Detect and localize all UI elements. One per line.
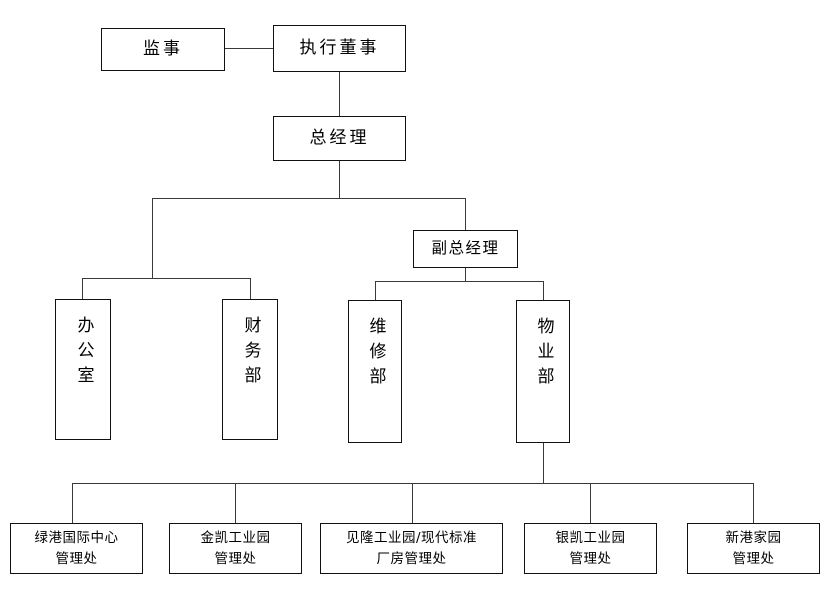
connector-deputy-bar: [375, 281, 544, 283]
node-site-3-line-1: 见隆工业园/现代标准: [345, 530, 478, 547]
connector-general-manager-bar: [152, 198, 466, 200]
node-supervisor[interactable]: 监事: [101, 28, 225, 71]
node-site-4-label: 银凯工业园 管理处: [552, 528, 630, 569]
connector-general-manager-left-drop: [152, 198, 154, 279]
node-site-2[interactable]: 金凯工业园 管理处: [169, 523, 302, 574]
node-office-label: 办公室: [73, 316, 94, 391]
node-executive-director[interactable]: 执行董事: [273, 25, 406, 72]
node-finance-dept[interactable]: 财务部: [222, 299, 278, 440]
node-general-manager[interactable]: 总经理: [273, 116, 406, 161]
connector-to-office: [82, 278, 84, 300]
connector-property-dept-stem: [543, 443, 545, 484]
node-finance-dept-label: 财务部: [240, 316, 261, 391]
node-deputy-general-manager[interactable]: 副总经理: [413, 230, 518, 268]
node-property-dept[interactable]: 物业部: [516, 300, 570, 443]
connector-general-manager-to-deputy-drop: [465, 198, 467, 230]
connector-to-maintenance-dept: [375, 281, 377, 300]
node-site-3-label: 见隆工业园/现代标准 厂房管理处: [342, 528, 481, 569]
node-office[interactable]: 办公室: [55, 299, 111, 440]
node-site-2-line-2: 管理处: [214, 550, 257, 567]
node-site-5-label: 新港家园 管理处: [722, 528, 786, 569]
node-general-manager-label: 总经理: [309, 127, 370, 148]
node-executive-director-label: 执行董事: [299, 37, 380, 58]
node-site-1-label: 绿港国际中心 管理处: [31, 528, 123, 569]
connector-supervisor-to-executive-director: [224, 48, 273, 50]
node-deputy-general-manager-label: 副总经理: [431, 239, 500, 258]
node-site-1-line-2: 管理处: [55, 550, 98, 567]
node-maintenance-dept[interactable]: 维修部: [348, 300, 402, 443]
node-site-2-line-1: 金凯工业园: [200, 530, 271, 547]
node-site-2-label: 金凯工业园 管理处: [197, 528, 275, 569]
node-site-4-line-1: 银凯工业园: [555, 530, 626, 547]
node-site-4-line-2: 管理处: [569, 550, 612, 567]
connector-to-site-5: [753, 483, 755, 523]
connector-to-site-3: [412, 483, 414, 523]
connector-general-manager-stem: [339, 160, 341, 199]
connector-to-finance-dept: [250, 278, 252, 300]
connector-deputy-general-manager-stem: [465, 267, 467, 282]
node-property-dept-label: 物业部: [533, 317, 554, 392]
connector-executive-director-to-general-manager: [339, 72, 341, 116]
connector-to-site-1: [72, 483, 74, 523]
connector-office-finance-bar: [82, 278, 251, 280]
node-site-3[interactable]: 见隆工业园/现代标准 厂房管理处: [320, 523, 503, 574]
node-supervisor-label: 监事: [143, 38, 183, 59]
connector-to-site-2: [235, 483, 237, 523]
node-site-4[interactable]: 银凯工业园 管理处: [524, 523, 657, 574]
node-site-5-line-2: 管理处: [732, 550, 775, 567]
node-site-1[interactable]: 绿港国际中心 管理处: [10, 523, 143, 574]
node-site-1-line-1: 绿港国际中心: [34, 530, 119, 547]
node-site-3-line-2: 厂房管理处: [376, 550, 447, 567]
node-maintenance-dept-label: 维修部: [365, 317, 386, 392]
connector-to-site-4: [590, 483, 592, 523]
node-site-5[interactable]: 新港家园 管理处: [687, 523, 820, 574]
node-site-5-line-1: 新港家园: [725, 530, 782, 547]
connector-to-property-dept: [543, 281, 545, 300]
